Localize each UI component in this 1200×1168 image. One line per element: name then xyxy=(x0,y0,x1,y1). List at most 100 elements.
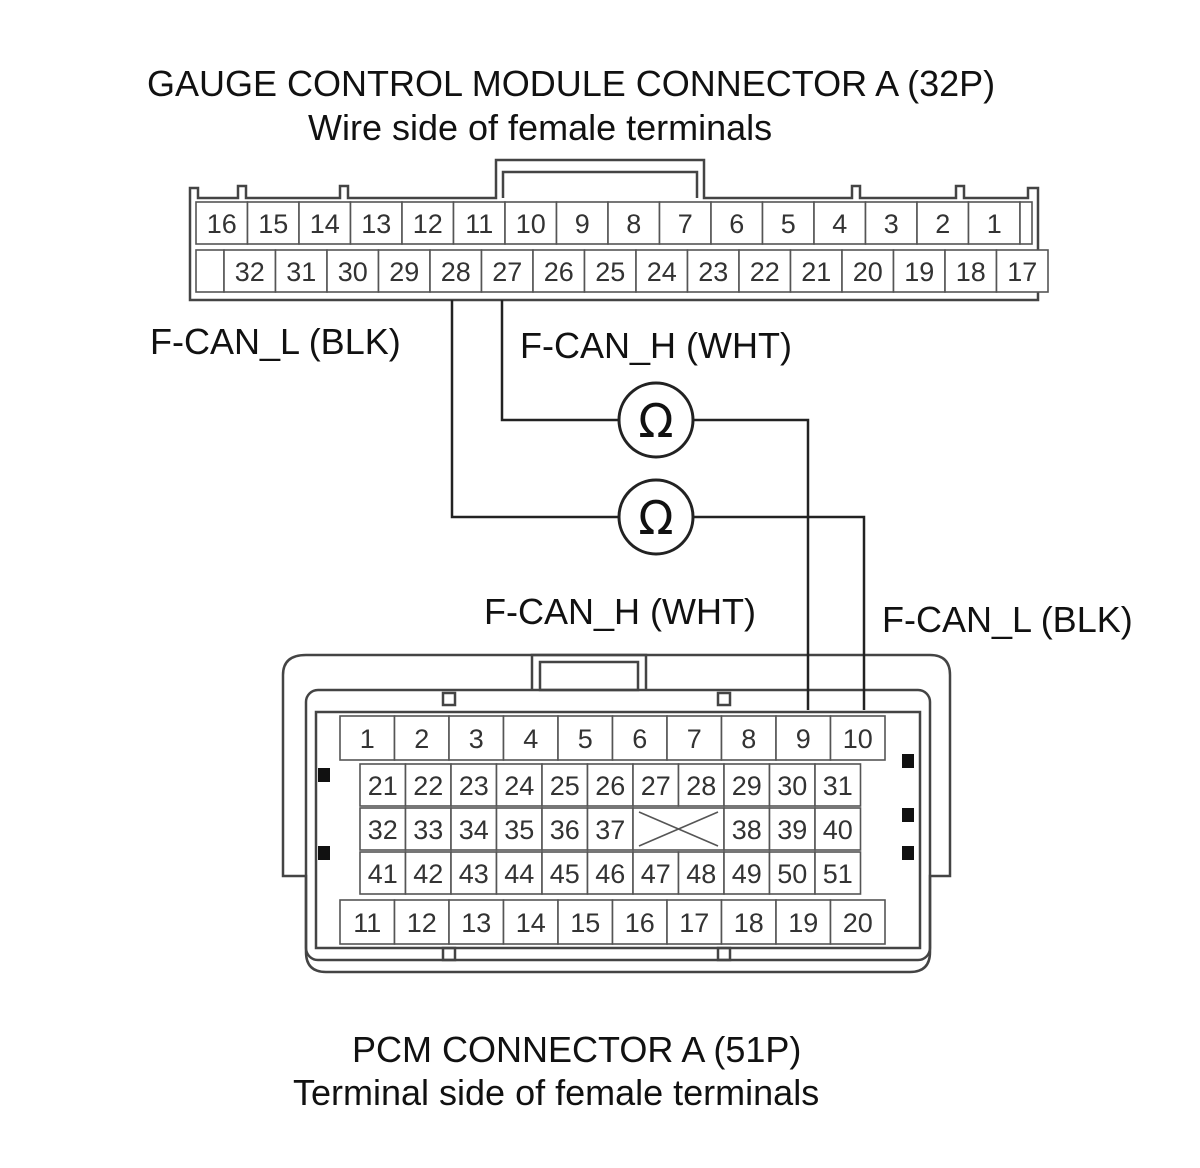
pcm-pin-cell: 18 xyxy=(720,899,777,945)
pin-number: 50 xyxy=(777,859,807,889)
pin-number: 36 xyxy=(550,815,580,845)
gauge-blank-cell xyxy=(1019,201,1033,245)
pcm-pin-cell: 9 xyxy=(775,715,832,761)
can-high-wire-pcm xyxy=(694,418,810,710)
gauge-can-low-label: F-CAN_L (BLK) xyxy=(150,321,401,362)
gauge-pin-cell: 12 xyxy=(401,201,455,245)
pin-number: 37 xyxy=(595,815,625,845)
pcm-pin-cell: 2 xyxy=(393,715,450,761)
pin-number: 19 xyxy=(788,908,818,938)
pin-number: 13 xyxy=(361,209,391,239)
gauge-blank-cell xyxy=(195,249,225,293)
pcm-pin-cell: 39 xyxy=(768,807,816,851)
gauge-pin-cell: 14 xyxy=(298,201,352,245)
pin-number: 15 xyxy=(570,908,600,938)
pcm-pin-cell: 38 xyxy=(723,807,771,851)
pin-number: 6 xyxy=(632,724,647,754)
pcm-pin-cell: 5 xyxy=(557,715,614,761)
pin-number: 8 xyxy=(626,209,641,239)
pin-number: 9 xyxy=(796,724,811,754)
pcm-connector-subtitle: Terminal side of female terminals xyxy=(293,1072,820,1113)
gauge-pin-cell: 32 xyxy=(223,249,277,293)
pcm-pin-cell: 44 xyxy=(495,851,543,895)
pcm-pin-cell: 30 xyxy=(768,763,816,807)
pin-number: 4 xyxy=(832,209,847,239)
pin-number: 34 xyxy=(459,815,489,845)
pcm-pin-cell: 41 xyxy=(359,851,407,895)
pcm-pin-cell: 14 xyxy=(502,899,559,945)
pcm-pin-cell: 6 xyxy=(611,715,668,761)
pin-number: 12 xyxy=(413,209,443,239)
pcm-pin-cell: 46 xyxy=(586,851,634,895)
gauge-pin-cell: 28 xyxy=(429,249,483,293)
pin-number: 7 xyxy=(678,209,693,239)
gauge-connector-subtitle: Wire side of female terminals xyxy=(308,107,773,148)
pin-number: 18 xyxy=(734,908,764,938)
pcm-pin-cell: 16 xyxy=(611,899,668,945)
ohmmeter-can-low: Ω xyxy=(617,478,695,556)
pin-number: 16 xyxy=(625,908,655,938)
gauge-connector-title: GAUGE CONTROL MODULE CONNECTOR A (32P) xyxy=(147,63,996,104)
pcm-pin-cell: 45 xyxy=(541,851,589,895)
pcm-empty-cavity xyxy=(632,807,725,851)
pin-number: 31 xyxy=(286,257,316,287)
pin-number: 12 xyxy=(407,908,437,938)
pcm-pin-cell: 40 xyxy=(814,807,862,851)
pin-number: 10 xyxy=(516,209,546,239)
pin-number: 45 xyxy=(550,859,580,889)
wires xyxy=(450,300,866,710)
gauge-pin-cell: 25 xyxy=(583,249,637,293)
pin-number: 31 xyxy=(823,771,853,801)
pin-number: 11 xyxy=(353,908,381,938)
pcm-pin-cell: 8 xyxy=(720,715,777,761)
pcm-pin-cell: 23 xyxy=(450,763,498,807)
pin-number: 9 xyxy=(575,209,590,239)
ohm-symbol-low: Ω xyxy=(638,491,673,545)
gauge-pin-cell: 22 xyxy=(738,249,792,293)
gauge-pin-cell: 13 xyxy=(349,201,403,245)
pin-number: 3 xyxy=(469,724,484,754)
pcm-pin-cell: 25 xyxy=(541,763,589,807)
pcm-pin-cell: 51 xyxy=(814,851,862,895)
gauge-pin-cell: 19 xyxy=(892,249,946,293)
pcm-can-high-label: F-CAN_H (WHT) xyxy=(484,591,756,632)
pin-number: 24 xyxy=(647,257,677,287)
pin-number: 32 xyxy=(368,815,398,845)
pin-number: 15 xyxy=(258,209,288,239)
pcm-pin-cell: 26 xyxy=(586,763,634,807)
gauge-pin-cell: 4 xyxy=(813,201,867,245)
gauge-pin-cell: 29 xyxy=(377,249,431,293)
gauge-pin-cell: 6 xyxy=(710,201,764,245)
pcm-pin-cell: 27 xyxy=(632,763,680,807)
pcm-pin-cell: 24 xyxy=(495,763,543,807)
pin-number: 7 xyxy=(687,724,702,754)
gauge-can-high-label: F-CAN_H (WHT) xyxy=(520,325,792,366)
pin-number: 51 xyxy=(823,859,853,889)
pcm-can-low-label: F-CAN_L (BLK) xyxy=(882,599,1133,640)
pin-number: 46 xyxy=(595,859,625,889)
pin-number: 10 xyxy=(843,724,873,754)
ohm-symbol-high: Ω xyxy=(638,394,673,448)
pin-number: 28 xyxy=(441,257,471,287)
pcm-pin-cell: 31 xyxy=(814,763,862,807)
pin-number: 26 xyxy=(544,257,574,287)
pin-number: 19 xyxy=(904,257,934,287)
pcm-lock-tabs xyxy=(318,754,914,860)
pcm-pin-cell: 43 xyxy=(450,851,498,895)
pcm-pin-cell: 7 xyxy=(666,715,723,761)
pcm-pin-cell: 48 xyxy=(677,851,725,895)
pin-number: 4 xyxy=(523,724,538,754)
gauge-pin-cell: 15 xyxy=(246,201,300,245)
gauge-connector xyxy=(188,158,1040,302)
pin-number: 25 xyxy=(595,257,625,287)
pin-number: 23 xyxy=(459,771,489,801)
pin-number: 5 xyxy=(578,724,593,754)
pin-number: 39 xyxy=(777,815,807,845)
pin-number: 28 xyxy=(686,771,716,801)
pin-number: 23 xyxy=(698,257,728,287)
pin-number: 3 xyxy=(884,209,899,239)
pin-number: 18 xyxy=(956,257,986,287)
gauge-pin-cell: 17 xyxy=(995,249,1049,293)
gauge-pin-cell: 24 xyxy=(635,249,689,293)
